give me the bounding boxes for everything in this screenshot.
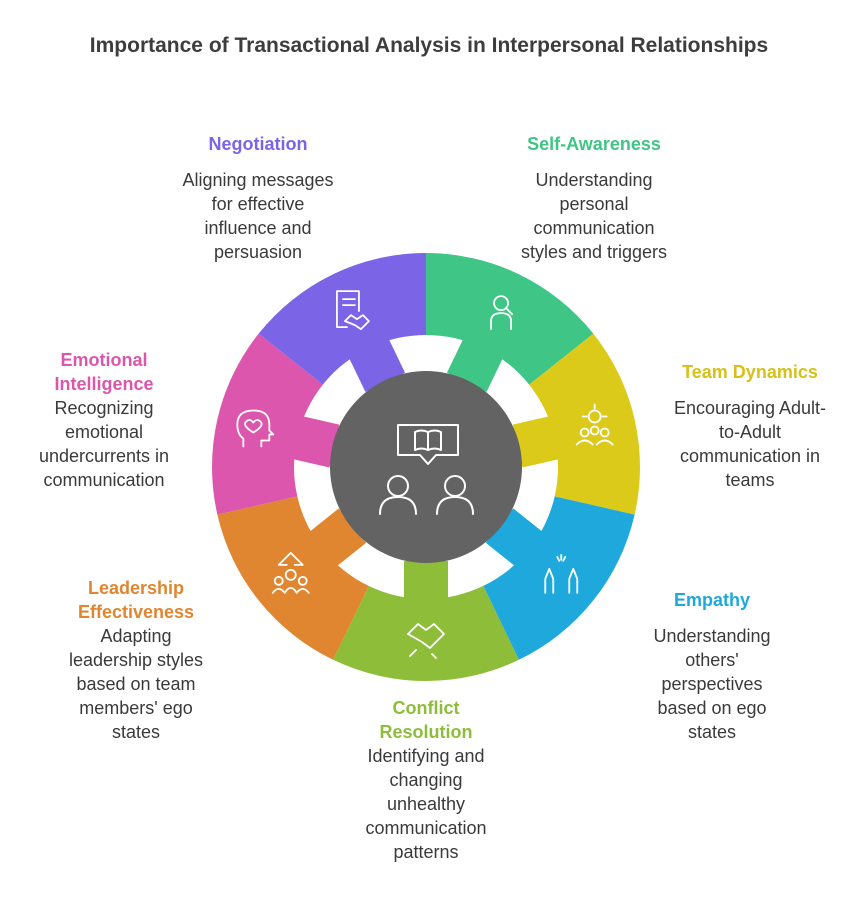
segment-conflict-resolution (333, 585, 519, 681)
self-awareness-description: Understanding personal communication sty… (520, 170, 668, 262)
label-empathy: Empathy Understanding others' perspectiv… (632, 588, 792, 744)
emotional-intelligence-description: Recognizing emotional undercurrents in c… (38, 398, 170, 490)
emotional-intelligence-title: Emotional Intelligence (54, 350, 154, 394)
empathy-description: Understanding others' perspectives based… (653, 626, 771, 742)
negotiation-title: Negotiation (208, 134, 308, 154)
segment-emotional-intelligence (212, 333, 323, 515)
label-team-dynamics: Team Dynamics Encouraging Adult-to-Adult… (662, 360, 838, 492)
segment-team-dynamics (529, 333, 640, 515)
label-self-awareness: Self-Awareness Understanding personal co… (504, 132, 684, 264)
connector-conflict-resolution (404, 561, 448, 603)
segment-empathy (483, 496, 635, 660)
contract-handshake-icon (336, 290, 370, 331)
team-group-icon (575, 403, 614, 446)
connector-team-dynamics (512, 415, 564, 468)
leader-growth-icon (271, 551, 310, 594)
empathy-title: Empathy (673, 590, 751, 610)
center-hub (330, 371, 522, 563)
diagram-title: Importance of Transactional Analysis in … (89, 34, 769, 57)
leadership-effectiveness-title: Leadership Effectiveness (77, 578, 195, 622)
handshake-icon (407, 623, 445, 659)
team-dynamics-title: Team Dynamics (682, 362, 818, 382)
book-chat-people-icon (379, 424, 474, 515)
head-heart-icon (236, 409, 275, 448)
segment-leadership-effectiveness (217, 496, 369, 660)
connector-emotional-intelligence (288, 415, 340, 468)
connector-empathy (485, 508, 547, 569)
segment-negotiation (258, 253, 426, 385)
label-emotional-intelligence: Emotional Intelligence Recognizing emoti… (18, 348, 190, 492)
connector-leadership-effectiveness (305, 508, 367, 569)
connector-negotiation (347, 334, 406, 392)
label-negotiation: Negotiation Aligning messages for effect… (168, 132, 348, 264)
leadership-effectiveness-description: Adapting leadership styles based on team… (68, 626, 204, 742)
label-conflict-resolution: Conflict Resolution Identifying and chan… (343, 696, 509, 864)
segment-self-awareness (426, 253, 594, 385)
label-leadership-effectiveness: Leadership Effectiveness Adapting leader… (46, 576, 226, 744)
negotiation-description: Aligning messages for effective influenc… (182, 170, 334, 262)
connector-self-awareness (446, 334, 505, 392)
self-reflection-icon (490, 295, 513, 331)
team-dynamics-description: Encouraging Adult-to-Adult communication… (673, 398, 827, 490)
self-awareness-title: Self-Awareness (527, 134, 661, 154)
conflict-resolution-description: Identifying and changing unhealthy commu… (365, 746, 487, 862)
high-five-icon (544, 553, 579, 594)
conflict-resolution-title: Conflict Resolution (379, 698, 473, 742)
